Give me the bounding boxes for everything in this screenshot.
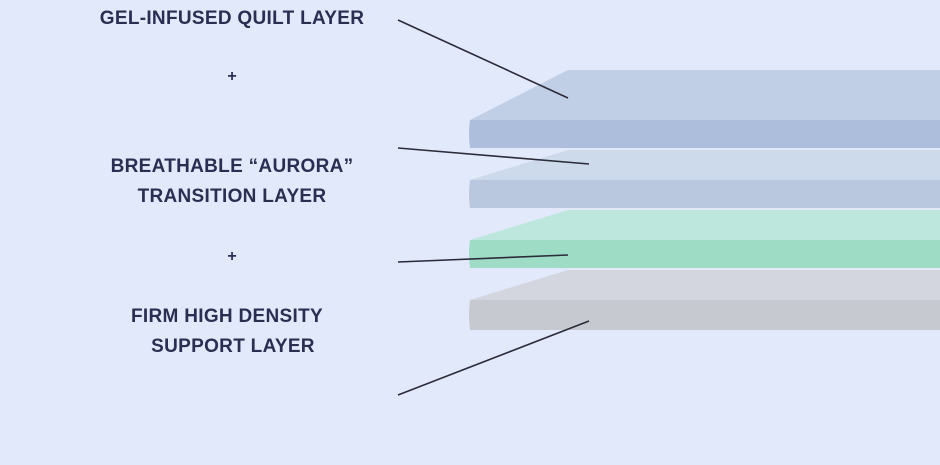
- separator-plus-2: +: [227, 248, 237, 265]
- leader-line-green: [397, 254, 569, 263]
- quilt-layer-top: [470, 70, 940, 120]
- separator-plus-1: +: [227, 68, 237, 85]
- label-quilt-line-1: GEL-INFUSED QUILT LAYER: [99, 8, 365, 29]
- quilt-layer-side: [469, 120, 940, 148]
- leader-line-quilt: [397, 19, 569, 99]
- green-layer-top: [470, 210, 940, 240]
- label-support-layer: FIRM HIGH DENSITY SUPPORT LAYER: [55, 302, 399, 362]
- quilt-layer-slab: [469, 70, 940, 148]
- label-transition-layer: BREATHABLE “AURORA” TRANSITION LAYER: [60, 152, 404, 212]
- label-transition-line-2: TRANSITION LAYER: [137, 186, 327, 207]
- leader-line-transition: [397, 147, 590, 165]
- green-layer-slab: [469, 210, 940, 268]
- transition-layer-top: [470, 150, 940, 180]
- label-quilt-layer: GEL-INFUSED QUILT LAYER: [60, 4, 404, 34]
- support-layer-top: [470, 270, 940, 300]
- label-support-line-2: SUPPORT LAYER: [151, 336, 315, 357]
- leader-line-support: [397, 320, 590, 396]
- support-layer-side: [469, 300, 940, 330]
- label-transition-line-1: BREATHABLE “AURORA”: [110, 156, 354, 177]
- transition-layer-side: [469, 180, 940, 208]
- transition-layer-slab: [469, 150, 940, 208]
- support-layer-slab: [469, 270, 940, 330]
- label-support-line-1: FIRM HIGH DENSITY: [131, 306, 323, 327]
- green-layer-side: [469, 240, 940, 268]
